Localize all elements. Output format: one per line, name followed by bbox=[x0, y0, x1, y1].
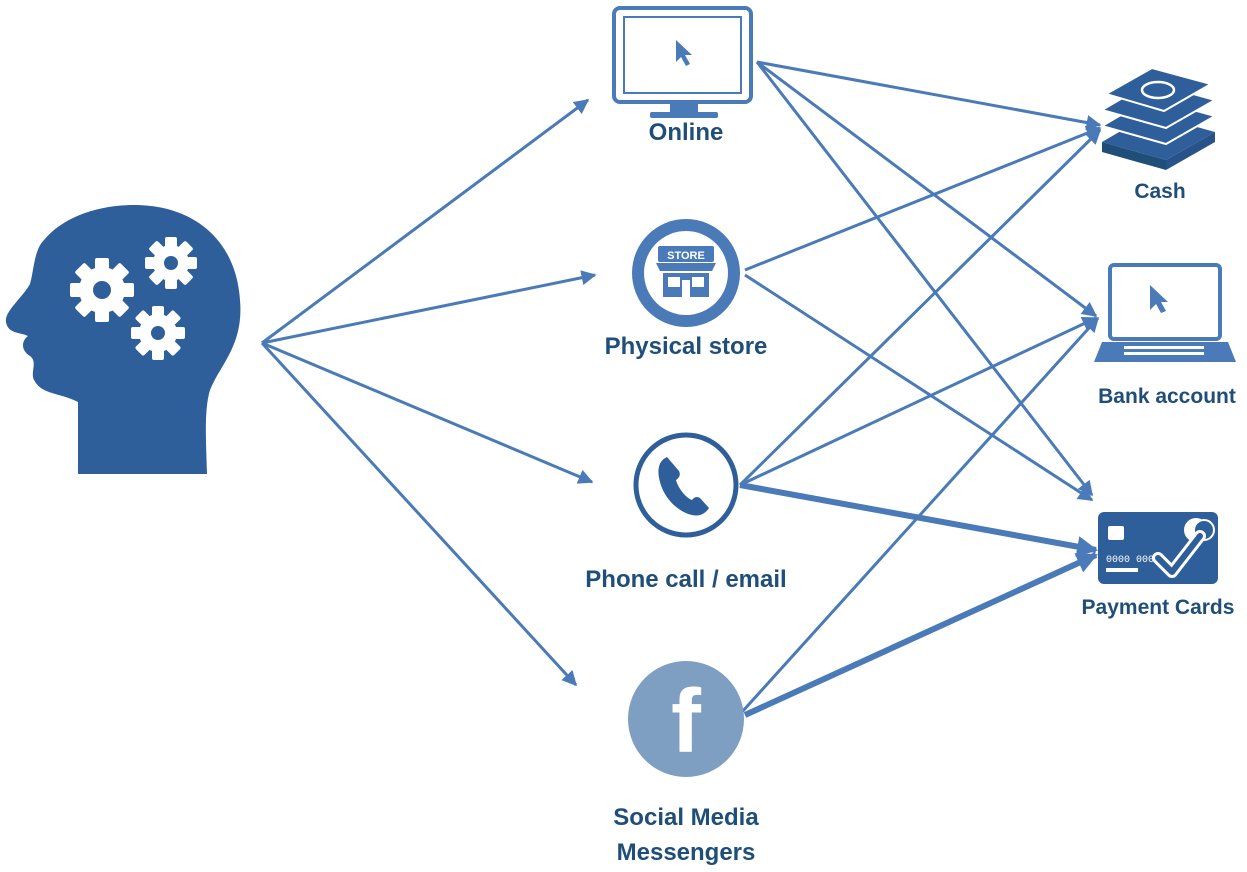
arrow-phone-to-bank-account bbox=[739, 316, 1098, 487]
cash-stack-icon bbox=[1099, 66, 1218, 170]
head-with-gears-icon bbox=[5, 205, 241, 474]
arrow-store-to-cash bbox=[744, 126, 1102, 272]
arrow-to-phone-email bbox=[261, 341, 594, 484]
payment-label-cash: Cash bbox=[1134, 180, 1185, 203]
arrow-social-to-payment-cards bbox=[743, 552, 1098, 718]
arrow-to-physical-store bbox=[261, 270, 597, 345]
facebook-glyph: f bbox=[671, 672, 702, 772]
payment-label-bank-account: Bank account bbox=[1098, 385, 1236, 408]
store-icon: STORE bbox=[632, 219, 740, 327]
channel-label-physical-store: Physical store bbox=[605, 333, 768, 360]
store-sign-text: STORE bbox=[667, 250, 705, 262]
arrow-store-to-payment-cards bbox=[744, 273, 1094, 502]
laptop-cursor-icon bbox=[1094, 263, 1236, 362]
card-number-text: 0000 0000 bbox=[1106, 555, 1160, 566]
channel-label-phone-email: Phone call / email bbox=[585, 566, 786, 593]
arrow-to-social bbox=[260, 341, 578, 687]
channel-label-social-line1: Social Media bbox=[613, 804, 759, 831]
arrow-online-to-payment-cards bbox=[755, 61, 1094, 497]
channel-label-online: Online bbox=[649, 119, 724, 146]
arrow-phone-to-cash bbox=[738, 128, 1102, 487]
channel-label-social-line2: Messengers bbox=[617, 839, 756, 866]
arrow-online-to-cash bbox=[756, 60, 1102, 130]
arrow-online-to-bank-account bbox=[756, 60, 1098, 318]
arrow-social-to-bank-account bbox=[740, 316, 1100, 714]
payment-label-payment-cards: Payment Cards bbox=[1082, 596, 1235, 619]
credit-card-check-icon: 0000 0000 bbox=[1098, 512, 1218, 584]
phone-icon bbox=[633, 432, 739, 538]
facebook-icon: f bbox=[628, 661, 744, 777]
monitor-cursor-icon bbox=[612, 6, 753, 118]
channel-payment-arrows bbox=[738, 60, 1102, 718]
source-arrows bbox=[260, 98, 597, 687]
arrow-to-online bbox=[261, 98, 590, 345]
